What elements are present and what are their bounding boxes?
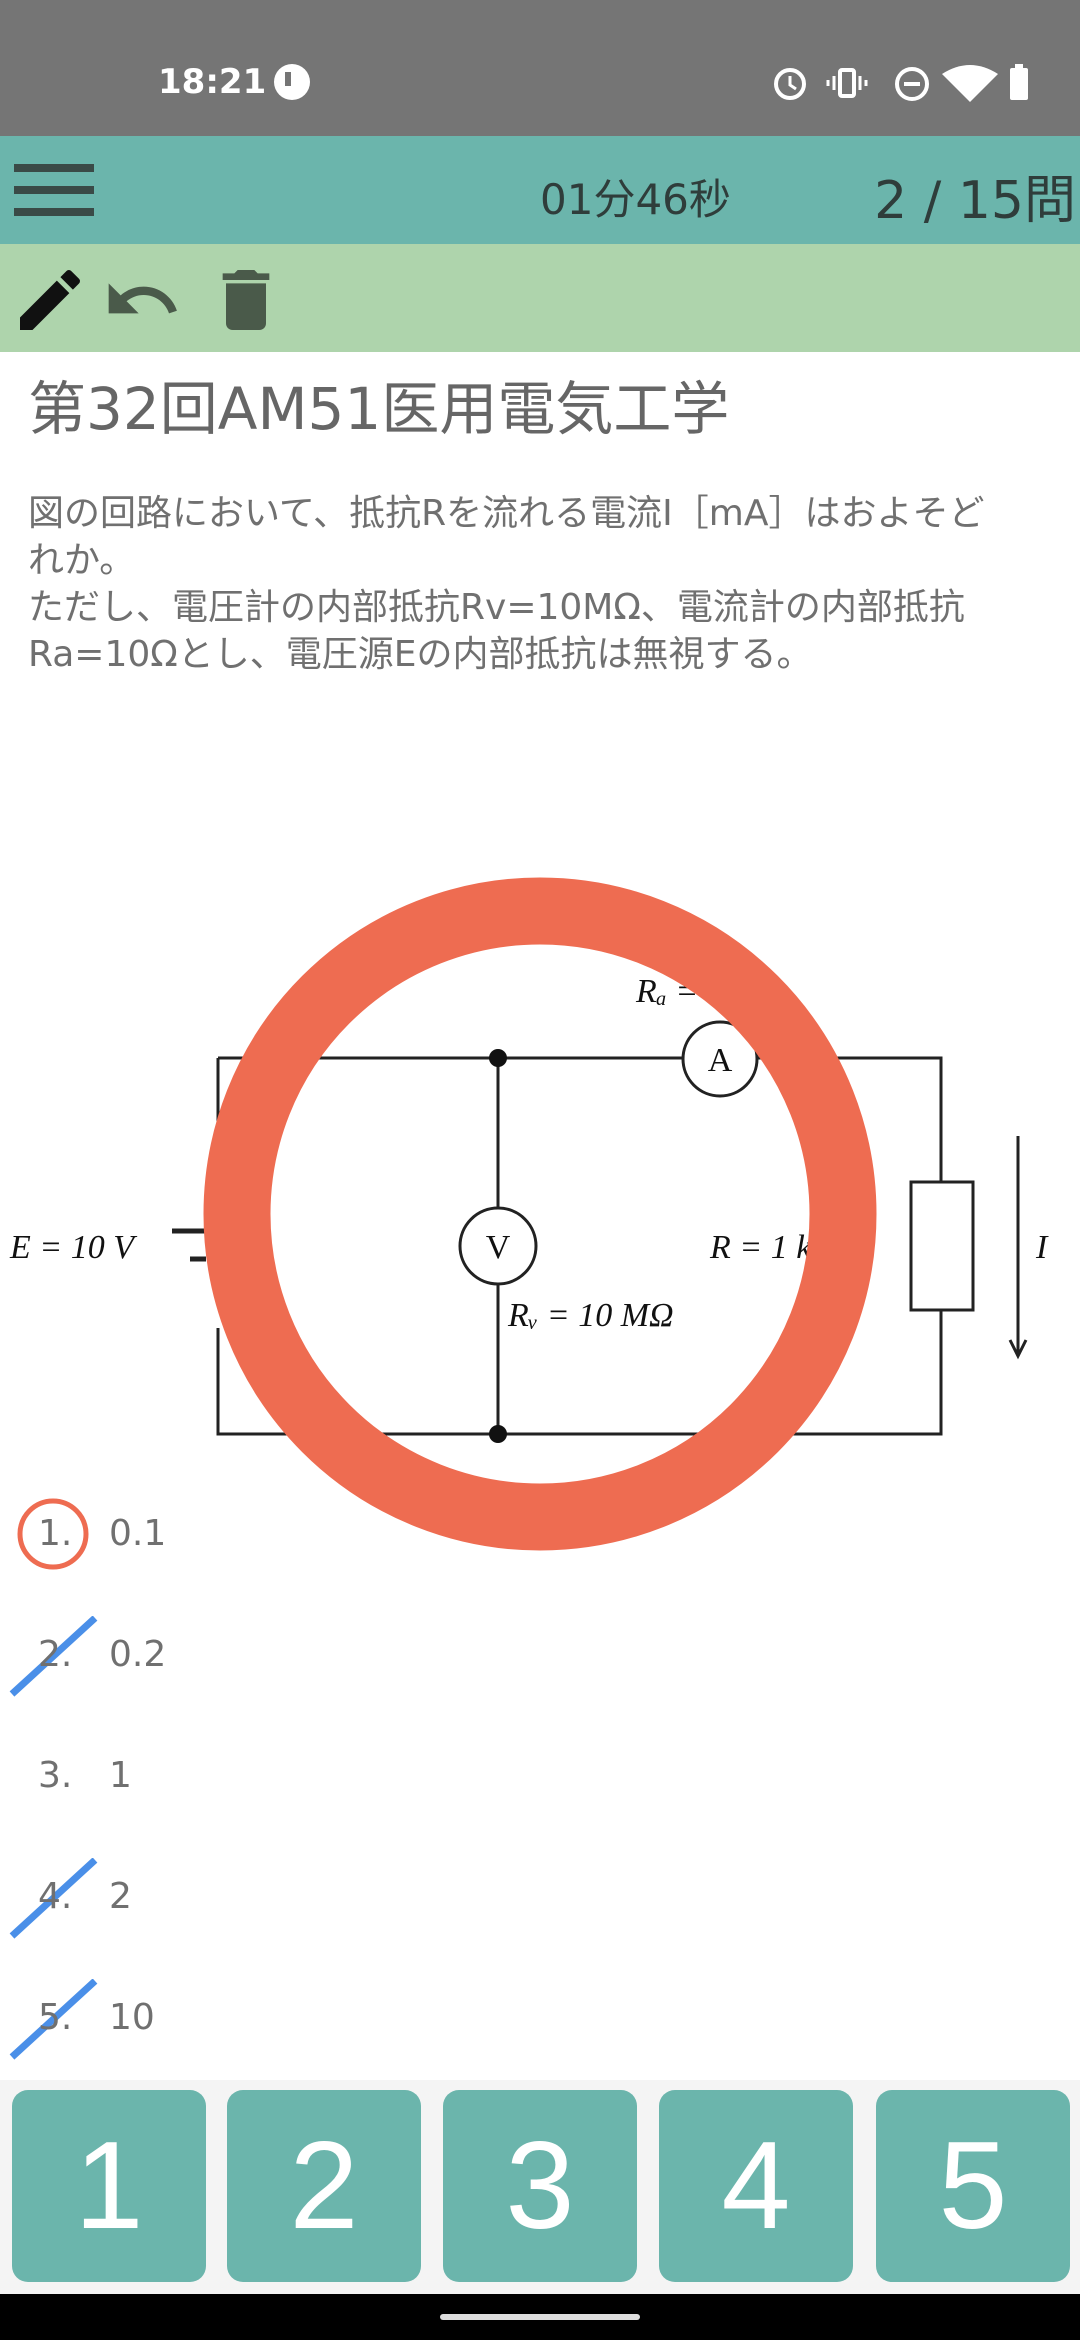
answer-button-4[interactable]: 4: [659, 2090, 853, 2282]
question-line: Ra=10Ωとし、電圧源Eの内部抵抗は無視する。: [28, 634, 813, 675]
clock: 18:21: [158, 62, 267, 102]
vibrate-icon: [826, 68, 868, 98]
option-value: 0.2: [109, 1634, 167, 1675]
question-text: 図の回路において、抵抗Rを流れる電流I［mA］はおよそど れか。 ただし、電圧計…: [28, 490, 1068, 678]
answer-button-2[interactable]: 2: [227, 2090, 421, 2282]
option-number: 4.: [38, 1876, 73, 1917]
app-header: 01分46秒 2 / 15問: [0, 136, 1080, 244]
option-value: 2: [109, 1876, 132, 1917]
ammeter-label: A: [708, 1042, 733, 1079]
question-line: れか。: [28, 540, 136, 581]
strike-mark-icon: [9, 1979, 98, 2060]
toolbar: [0, 244, 1080, 352]
question-line: ただし、電圧計の内部抵抗Rv=10MΩ、電流計の内部抵抗: [28, 587, 965, 628]
system-icons: [774, 64, 1028, 102]
question-title: 第32回AM51医用電気工学: [28, 375, 730, 443]
pencil-icon[interactable]: [10, 260, 90, 340]
dnd-icon: [895, 67, 929, 101]
answer-button-1[interactable]: 1: [12, 2090, 206, 2282]
trash-icon[interactable]: [206, 260, 286, 340]
option-value: 0.1: [109, 1513, 167, 1554]
circuit-diagram: A V E = 10 V Rₐ = 10 Ω Rᵥ = 10 MΩ R = 1 …: [9, 877, 1049, 1551]
source-label: E = 10 V: [9, 1229, 138, 1266]
wifi-icon: [942, 65, 998, 102]
option-4[interactable]: 4.2: [0, 1858, 400, 1939]
option-3[interactable]: 3.1: [0, 1737, 400, 1817]
elapsed-timer: 01分46秒: [540, 175, 731, 224]
option-number: 3.: [38, 1755, 73, 1796]
home-handle[interactable]: [440, 2314, 640, 2320]
current-label: I: [1035, 1229, 1049, 1266]
option-number: 1.: [38, 1513, 73, 1554]
voltmeter-resistance-label: Rᵥ = 10 MΩ: [507, 1297, 674, 1334]
option-value: 1: [109, 1755, 132, 1796]
voltmeter-label: V: [486, 1229, 511, 1266]
hamburger-icon[interactable]: [14, 164, 94, 216]
strike-mark-icon: [9, 1616, 98, 1697]
circle-mark-icon: [17, 1498, 89, 1570]
option-2[interactable]: 2. 0.2: [0, 1616, 400, 1697]
option-5[interactable]: 5.10: [0, 1979, 400, 2060]
answer-button-5[interactable]: 5: [876, 2090, 1070, 2282]
answer-ring-mark: [203, 877, 877, 1551]
alarm-icon: [774, 68, 806, 100]
answer-buttons: 1 2 3 4 5: [0, 2080, 1080, 2294]
navigation-bar: [0, 2294, 1080, 2340]
undo-icon[interactable]: [102, 260, 182, 340]
question-line: 図の回路において、抵抗Rを流れる電流I［mA］はおよそど: [28, 493, 985, 534]
battery-icon: [1010, 64, 1028, 100]
question-counter: 2 / 15問: [874, 171, 1076, 231]
option-number: 5.: [38, 1997, 73, 2038]
strike-mark-icon: [9, 1858, 98, 1939]
option-number: 2.: [38, 1634, 73, 1675]
option-value: 10: [109, 1997, 155, 2038]
status-bar: 18:21: [0, 0, 1080, 136]
answer-button-3[interactable]: 3: [443, 2090, 637, 2282]
app-icon: [274, 64, 310, 100]
option-1[interactable]: 1. 0.1: [0, 1495, 400, 1575]
